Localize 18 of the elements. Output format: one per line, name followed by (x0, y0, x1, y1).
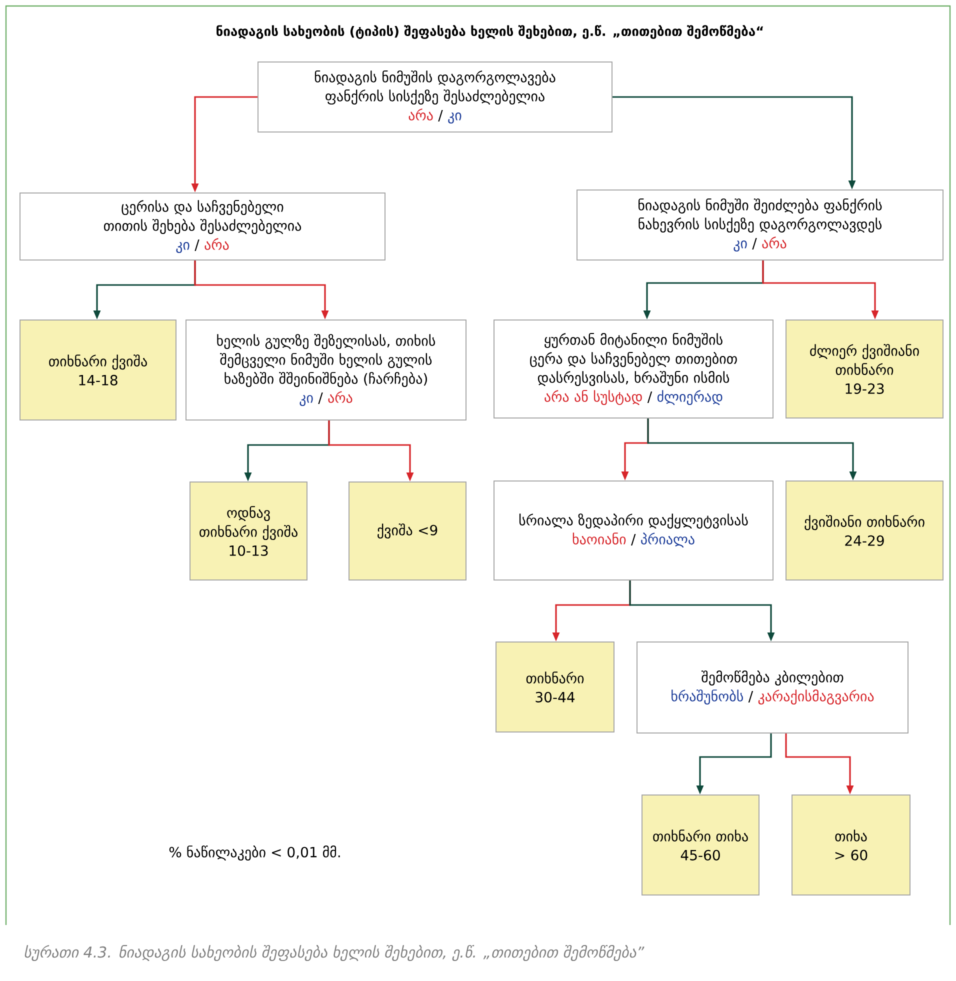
result-box: თიხნარი თიხა 45-60 (642, 794, 760, 896)
result-box: ოდნავ თიხნარი ქვიშა 10-13 (190, 482, 308, 580)
question-box: ხელის გულზე შეზელისას, თიხის შემცველი ნიმუში ხელის გულის ხაზებში შშეინიშნება (ჩარჩება) კი / არა (186, 320, 466, 420)
note: % ნაწილაკები < 0,01 მმ. (169, 845, 340, 861)
caption: სურათი 4.3. ნიადაგის სახეობის შეფასება ხელის შეხებით, ე.წ. „თითებით შემოწმება” (24, 944, 644, 962)
question-box: სრიალა ზედაპირი დაქყლეტვისას ხაოიანი / პრიალა (494, 480, 774, 580)
result-box: თიხნარი ქვიშა 14-18 (20, 320, 176, 420)
question-box: ნიადაგის ნიმუშის დაგორგოლავება ფანქრის სისქეზე შესაძლებელია არა / კი (258, 62, 612, 132)
question-box: ყურთან მიტანილი ნიმუშის ცერა და საჩვენებელ თითებით დასრესვისას, ხრაშუნი ისმის არა ან სუსტად / ძლიერად (494, 320, 774, 418)
question-box: ცერისა და საჩვენებელი თითის შეხება შესაძლებელია კი / არა (20, 192, 386, 260)
result-box: ქვიშა <9 (348, 482, 466, 580)
title: ნიადაგის სახეობის (ტიპის) შეფასება ხელის შეხებით, ე.წ. „თითებით შემოწმება“ (216, 25, 763, 39)
result-box: თიხა > 60 (792, 794, 910, 896)
question-box: შემოწმება კბილებით ხრაშუნობს / კარაქისმაგვარია (636, 642, 908, 734)
question-box: ნიადაგის ნიმუში შეიძლება ფანქრის ნახევრის სისქეზე დაგორგოლავდეს კი / არა (576, 190, 944, 260)
result-box: თიხნარი 30-44 (496, 642, 614, 732)
result-box: ძლიერ ქვიშიანი თიხნარი 19-23 (786, 320, 944, 418)
result-box: ქვიშიანი თიხნარი 24-29 (786, 480, 944, 580)
